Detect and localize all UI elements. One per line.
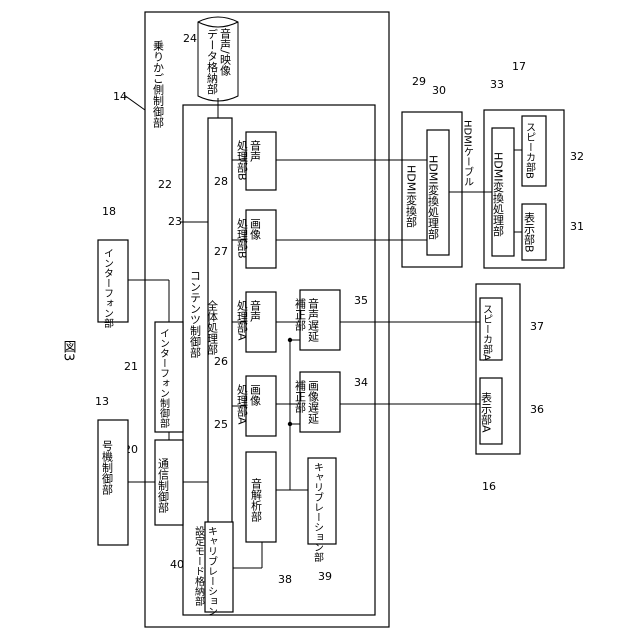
intercom-label: インターフォン部: [102, 248, 114, 329]
ref-25: 25: [214, 418, 228, 431]
ref-21: 21: [124, 360, 138, 373]
sound-analysis-label: 音解析部: [250, 477, 263, 522]
leader-14: [124, 95, 145, 110]
hdmi-processing-label-1: HDMI変換処理部: [427, 155, 440, 239]
ref-23: 23: [168, 215, 182, 228]
hdmi-processing-label-2: HDMI変換処理部: [492, 152, 505, 236]
ref-28: 28: [214, 175, 228, 188]
machine-control-label: 号機制御部: [101, 440, 114, 495]
ref-39: 39: [318, 570, 332, 583]
hdmi-conversion-label: HDMI変換部: [405, 165, 418, 227]
av-data-storage: 音声/映像データ格納部: [198, 17, 238, 101]
hdmi-cable-label: HDMIケーブル: [462, 120, 474, 187]
ref-14: 14: [113, 90, 127, 103]
ref-22: 22: [158, 178, 172, 191]
display-a-label: 表示部A: [480, 391, 493, 433]
ref-24: 24: [183, 32, 197, 45]
ref-31: 31: [570, 220, 584, 233]
ref-26: 26: [214, 355, 228, 368]
ref-37: 37: [530, 320, 544, 333]
content-control-label: コンテンツ制御部: [189, 270, 202, 358]
calibration-label: キャリブレーション部: [312, 462, 324, 563]
figure-title: 図3: [61, 340, 76, 361]
ref-36: 36: [530, 403, 544, 416]
speaker-a-label: スピーカ部A: [481, 304, 493, 361]
car-control-label: 乗りかご側制御部: [152, 40, 165, 128]
comm-control-label: 通信制御部: [157, 458, 170, 513]
ref-35: 35: [354, 294, 368, 307]
overall-processing-label: 全体処理部: [206, 299, 219, 355]
ref-40: 40: [170, 558, 184, 571]
ref-18: 18: [102, 205, 116, 218]
ref-29: 29: [412, 75, 426, 88]
ref-33: 33: [490, 78, 504, 91]
ref-30: 30: [432, 84, 446, 97]
ref-34: 34: [354, 376, 368, 389]
ref-27: 27: [214, 245, 228, 258]
ref-16: 16: [482, 480, 496, 493]
ref-17: 17: [512, 60, 526, 73]
speaker-b-label: スピーカ部B: [524, 122, 536, 179]
display-b-label: 表示部B: [523, 211, 536, 253]
ref-38: 38: [278, 573, 292, 586]
intercom-control-label: インターフォン制御部: [158, 328, 170, 429]
ref-32: 32: [570, 150, 584, 163]
ref-13: 13: [95, 395, 109, 408]
